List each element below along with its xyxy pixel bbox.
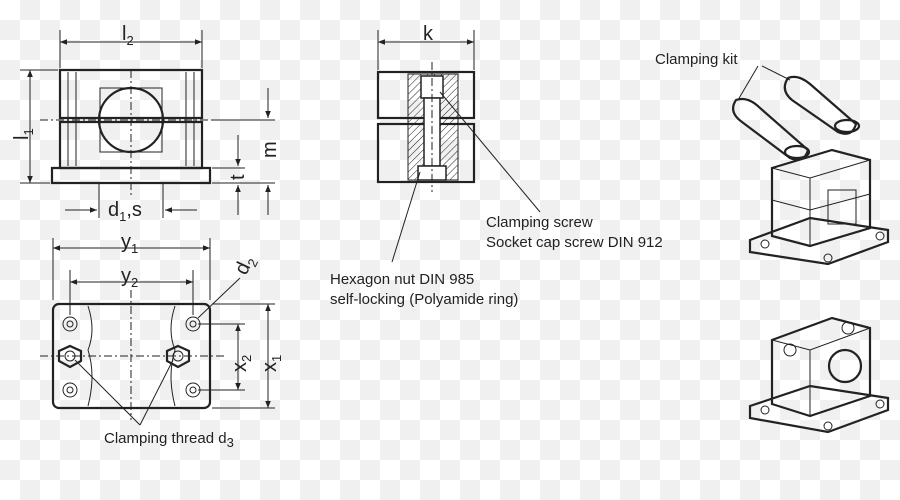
dim-l2: l2 — [122, 23, 134, 48]
dim-x2: x2 — [229, 355, 254, 372]
dim-d2: d2 — [231, 252, 261, 279]
label-hexagon-nut: Hexagon nut DIN 985 — [330, 271, 474, 288]
label-socket-cap-screw: Socket cap screw DIN 912 — [486, 234, 663, 251]
dim-t: t — [227, 174, 249, 180]
label-clamping-screw: Clamping screw — [486, 214, 593, 231]
dim-l1: l1 — [11, 128, 36, 140]
dim-y1: y1 — [121, 231, 138, 256]
dim-x1: x1 — [259, 355, 284, 372]
dim-y2: y2 — [121, 265, 138, 290]
dim-k: k — [423, 23, 434, 45]
section-view — [376, 30, 541, 263]
iso-view-clamping-kit — [731, 65, 890, 266]
plan-view — [40, 238, 275, 426]
label-clamping-kit: Clamping kit — [655, 51, 738, 68]
dim-m: m — [259, 141, 281, 158]
front-view — [20, 30, 275, 218]
dim-d1s: d1,s — [108, 199, 142, 224]
label-clamping-thread: Clamping thread d3 — [104, 430, 234, 450]
iso-view-plain — [748, 316, 890, 434]
label-self-locking: self-locking (Polyamide ring) — [330, 291, 518, 308]
